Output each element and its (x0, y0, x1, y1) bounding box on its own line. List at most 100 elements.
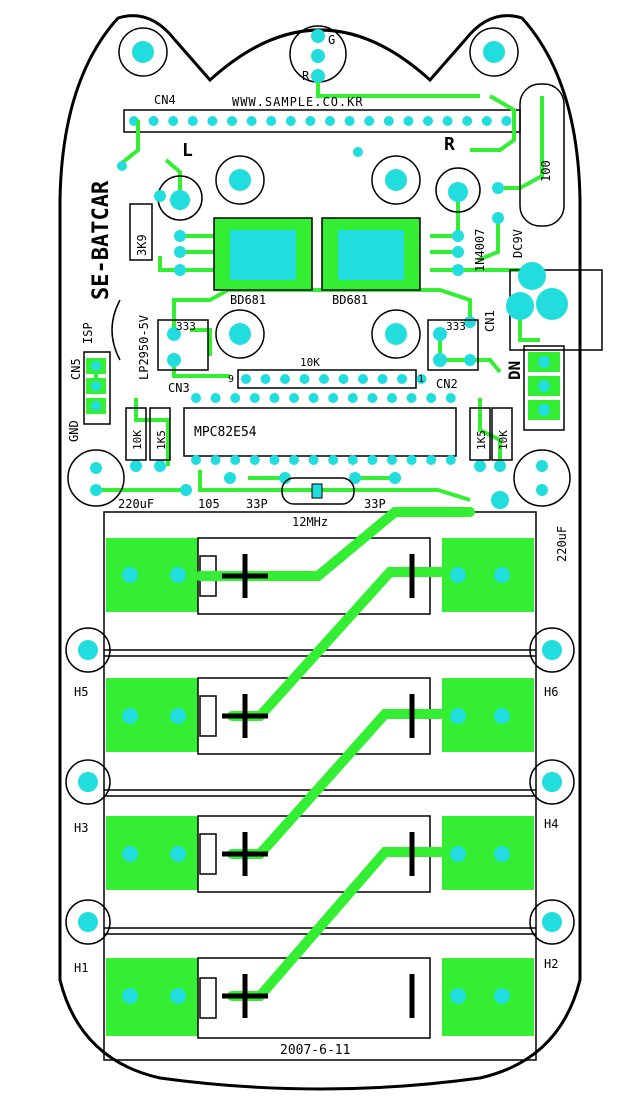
res-10k-top-label: 10K (300, 356, 320, 369)
pin-pad (325, 116, 335, 126)
pin-pad (406, 455, 417, 465)
mounting-holes (65, 627, 575, 945)
pin-pad (328, 393, 339, 403)
pin-pad (445, 393, 456, 403)
pin-pad (285, 116, 296, 126)
regulator-label: LP2950-5V (137, 315, 151, 380)
pin-pad (387, 393, 397, 403)
diode-label: 1N4007 (473, 229, 487, 272)
pin-pad (383, 116, 394, 126)
dn-label: DN (505, 361, 524, 380)
board-title: SE-BATCAR (89, 180, 114, 300)
led-g-label: G (328, 33, 335, 47)
pin-pad (423, 116, 433, 126)
cn4-pins (129, 116, 512, 126)
pin-pad (210, 455, 221, 465)
cap-333-right-label: 333 (446, 320, 466, 333)
res-10k-right-label: 10K (497, 430, 510, 450)
pin-pad (462, 116, 473, 126)
cn5-label: CN5 (69, 358, 83, 380)
pin-pad (289, 393, 299, 403)
misc-pads (90, 147, 548, 509)
pin-pad (305, 116, 316, 126)
pin-pad (364, 116, 375, 126)
motor-left-label: L (182, 140, 193, 161)
pin-pad (187, 116, 198, 126)
pin-pad (299, 374, 310, 384)
url-label: WWW.SAMPLE.CO.KR (232, 95, 364, 109)
led-r-label: R (302, 69, 310, 83)
pin9-label: 9 (228, 374, 234, 385)
pin-pad (344, 116, 355, 126)
battery-pads (122, 567, 510, 1004)
mcu-label: MPC82E54 (194, 425, 257, 440)
bicolor-led (289, 25, 347, 83)
battery-polarity-marks (222, 554, 415, 1018)
pin-pad (308, 455, 319, 465)
cap-33p-right-label: 33P (364, 497, 386, 511)
hole-h3-label: H3 (74, 821, 88, 835)
pin-pad (416, 374, 427, 384)
pin-pad (249, 393, 260, 403)
resistor-3k9 (129, 203, 153, 261)
cn4-header (123, 109, 521, 133)
cap-33p-left-label: 33P (246, 497, 268, 511)
motor-right-label: R (444, 134, 455, 155)
cn5-connector (83, 351, 111, 425)
pin-pad (191, 455, 201, 465)
pin-pad (328, 455, 339, 465)
res-1k5-right-label: 1K5 (475, 430, 488, 450)
resistor-100 (519, 83, 565, 227)
cn4-label: CN4 (154, 93, 176, 107)
gnd-label: GND (67, 420, 81, 442)
cap-220-left-label: 220uF (118, 497, 154, 511)
motor-pads (157, 167, 481, 221)
pin-pad (338, 374, 349, 384)
isp-label: ISP (81, 322, 95, 344)
pin-pad (260, 374, 271, 384)
res-3k9-label: 3K9 (135, 234, 149, 256)
resistor-network-10k (237, 369, 417, 389)
pin-pad (266, 116, 277, 126)
pin-pad (377, 374, 388, 384)
pin-pad (501, 116, 512, 126)
pin-pad (148, 116, 159, 126)
dc-jack (506, 262, 603, 351)
pin-pad (207, 116, 218, 126)
res-100-label: 100 (539, 160, 553, 182)
cn2-label: CN2 (436, 377, 458, 391)
pin-pad (191, 393, 201, 403)
pin-pad (426, 455, 437, 465)
res-10k-left-label: 10K (131, 430, 144, 450)
pin-pad (227, 116, 237, 126)
pin-pad (280, 374, 290, 384)
pin-pad (319, 374, 329, 384)
pin-pad (397, 374, 407, 384)
pin-pad (426, 393, 437, 403)
hole-h2-label: H2 (544, 957, 558, 971)
pin-pad (358, 374, 368, 384)
pin-pad (249, 455, 260, 465)
hole-h6-label: H6 (544, 685, 558, 699)
pin-pad (347, 455, 358, 465)
pin-pad (308, 393, 319, 403)
pin-pad (168, 116, 179, 126)
dc9v-label: DC9V (511, 229, 525, 258)
bd681-transistors (213, 217, 421, 291)
pin1-label: 1 (418, 374, 424, 385)
pin-pad (387, 455, 397, 465)
pin-pad (230, 455, 241, 465)
pin-pad (367, 455, 378, 465)
pin-pad (347, 393, 358, 403)
pin-pad (241, 374, 251, 384)
hole-h4-label: H4 (544, 817, 558, 831)
res-1k5-left-label: 1K5 (155, 430, 168, 450)
electrolytic-caps (67, 449, 571, 507)
pin-pad (442, 116, 453, 126)
hole-h5-label: H5 (74, 685, 88, 699)
hole-h1-label: H1 (74, 961, 88, 975)
mcu-pins (191, 393, 456, 465)
dn-header (523, 345, 565, 431)
mcu-package (183, 407, 457, 457)
